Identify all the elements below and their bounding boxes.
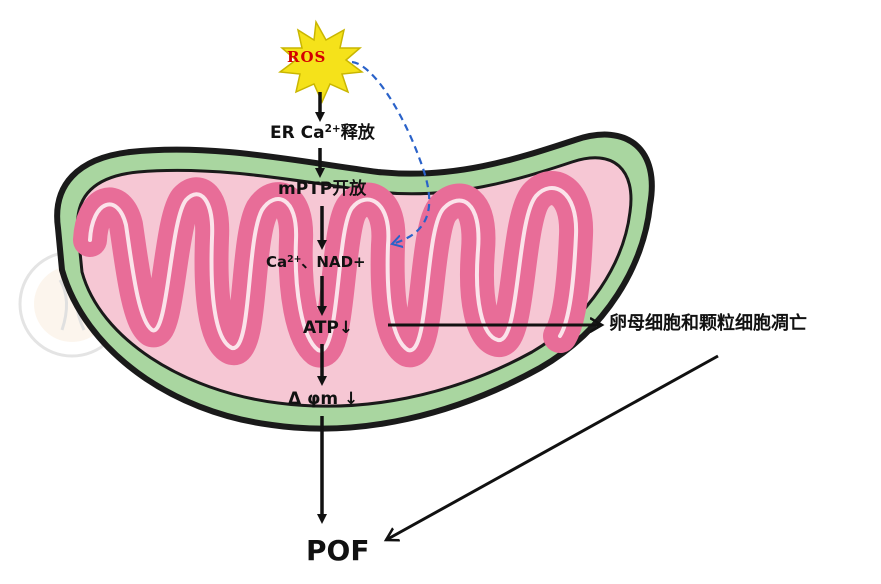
cristae-outline	[88, 186, 579, 353]
ros-dashed-arrow	[351, 60, 431, 244]
step-er-text: ER Ca	[270, 122, 325, 143]
step-er-sup: 2+	[324, 123, 341, 135]
step-membrane-potential-decrease: Δ φm ↓	[288, 389, 359, 409]
step-er-suffix: 释放	[340, 122, 375, 143]
step-mptp-open: mPTP开放	[278, 179, 367, 199]
step-ca-nad: Ca2+、NAD+	[266, 255, 366, 270]
mitochondrion	[54, 131, 655, 432]
arrow-to-pof	[386, 354, 719, 540]
step-ca-suffix: 、NAD+	[301, 253, 366, 272]
step-er-calcium-release: ER Ca2+释放	[270, 124, 375, 142]
step-ca-sup: 2+	[287, 254, 302, 265]
outcome-pof-label: POF	[306, 534, 370, 567]
outcome-apoptosis-label: 卵母细胞和颗粒细胞凋亡	[609, 313, 807, 334]
ros-burst-icon	[278, 19, 364, 104]
ros-label: ROS	[287, 48, 327, 66]
pathway-arrows	[315, 92, 327, 524]
step-atp-decrease: ATP↓	[303, 318, 354, 338]
step-ca-text: Ca	[266, 253, 288, 272]
